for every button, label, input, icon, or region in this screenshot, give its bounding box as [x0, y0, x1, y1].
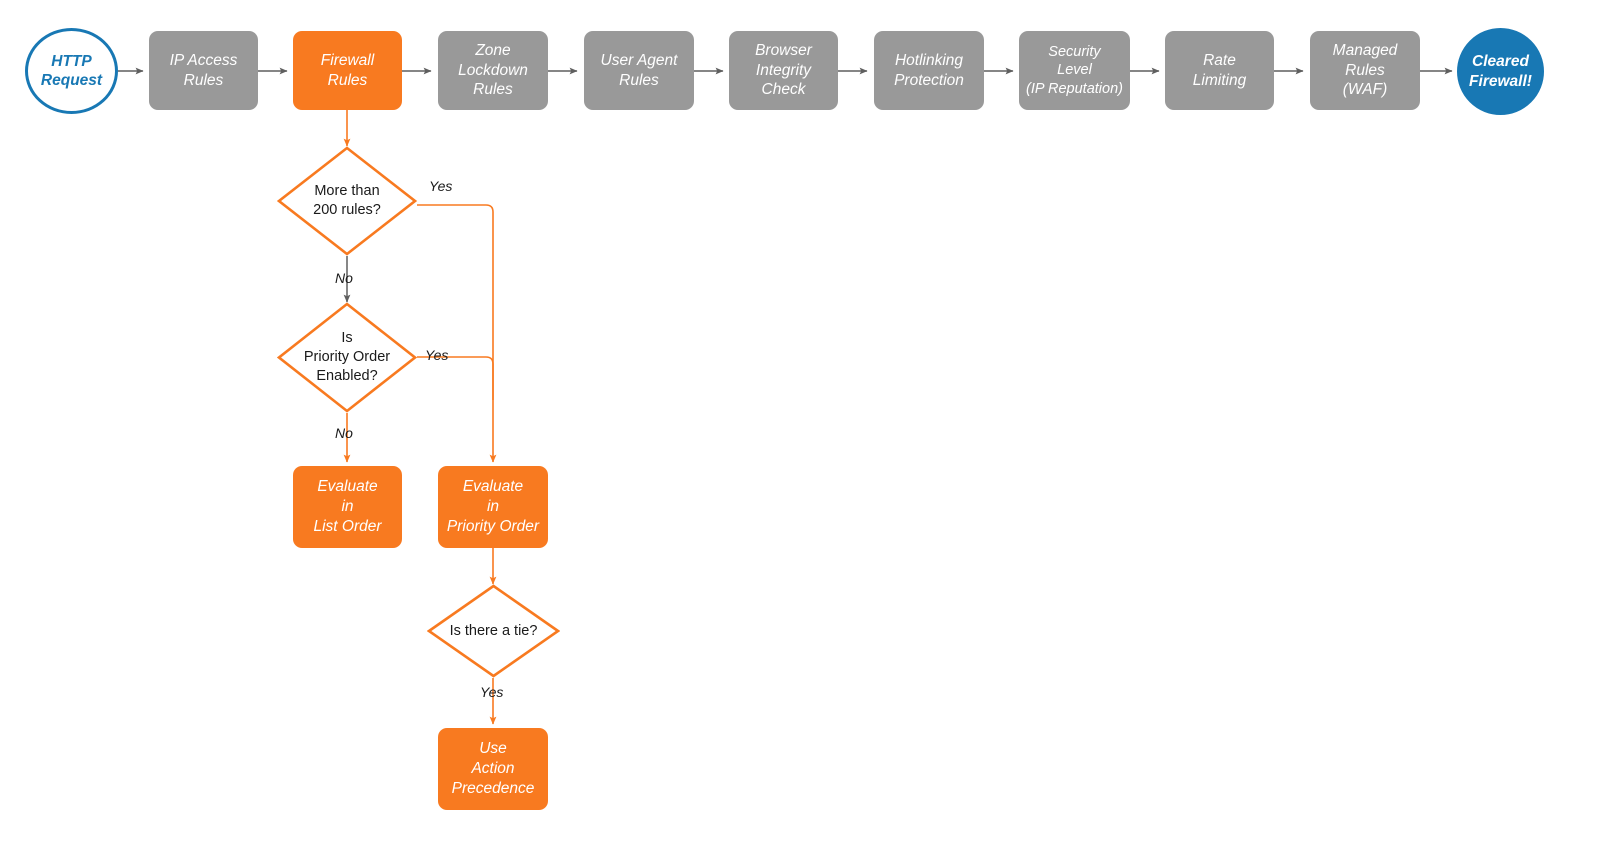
node-label: User Agent Rules [600, 51, 678, 89]
node-label: Hotlinking Protection [894, 51, 964, 89]
edge-label-yes-more-than-200: Yes [429, 178, 453, 194]
node-ip-access-rules[interactable]: IP Access Rules [149, 31, 258, 110]
edge-label-yes-priority-order: Yes [425, 347, 449, 363]
node-label: HTTP Request [40, 52, 103, 89]
node-use-action-precedence[interactable]: Use Action Precedence [438, 728, 548, 810]
node-label: Use Action Precedence [451, 740, 535, 797]
decision-label: Is Priority Order Enabled? [303, 330, 391, 384]
node-label: Cleared Firewall! [1469, 53, 1532, 90]
decision-is-there-a-tie[interactable]: Is there a tie? [427, 584, 560, 678]
diamond-shape [277, 146, 417, 256]
decision-is-priority-order-enabled[interactable]: Is Priority Order Enabled? [277, 302, 417, 413]
node-firewall-rules[interactable]: Firewall Rules [293, 31, 402, 110]
node-label: Firewall Rules [320, 51, 375, 89]
edge-label-no-more-than-200: No [335, 270, 353, 286]
diamond-shape [427, 584, 560, 678]
node-evaluate-in-list-order[interactable]: Evaluate in List Order [293, 466, 402, 548]
node-security-level[interactable]: Security Level (IP Reputation) [1019, 31, 1130, 110]
decision-label: Is there a tie? [449, 622, 538, 639]
node-managed-rules-waf[interactable]: Managed Rules (WAF) [1310, 31, 1420, 110]
node-rate-limiting[interactable]: Rate Limiting [1165, 31, 1274, 110]
diamond-shape [277, 302, 417, 413]
node-http-request[interactable]: HTTP Request [25, 28, 118, 114]
edge-label-no-priority-order: No [335, 425, 353, 441]
node-label: Rate Limiting [1192, 51, 1247, 89]
decision-more-than-200-rules[interactable]: More than 200 rules? [277, 146, 417, 256]
node-cleared-firewall[interactable]: Cleared Firewall! [1457, 28, 1544, 115]
node-label: Evaluate in List Order [313, 478, 382, 535]
node-label: Managed Rules (WAF) [1332, 41, 1398, 99]
node-browser-integrity-check[interactable]: Browser Integrity Check [729, 31, 838, 110]
edge-label-yes-tie: Yes [480, 684, 504, 700]
node-zone-lockdown-rules[interactable]: Zone Lockdown Rules [438, 31, 548, 110]
node-evaluate-in-priority-order[interactable]: Evaluate in Priority Order [438, 466, 548, 548]
decision-label: More than 200 rules? [313, 183, 381, 218]
node-label: Browser Integrity Check [755, 41, 812, 99]
node-label: Zone Lockdown Rules [458, 41, 528, 99]
node-label: IP Access Rules [169, 51, 238, 89]
node-hotlinking-protection[interactable]: Hotlinking Protection [874, 31, 984, 110]
node-label: Evaluate in Priority Order [446, 478, 540, 535]
node-label: Security Level (IP Reputation) [1026, 43, 1123, 97]
node-user-agent-rules[interactable]: User Agent Rules [584, 31, 694, 110]
